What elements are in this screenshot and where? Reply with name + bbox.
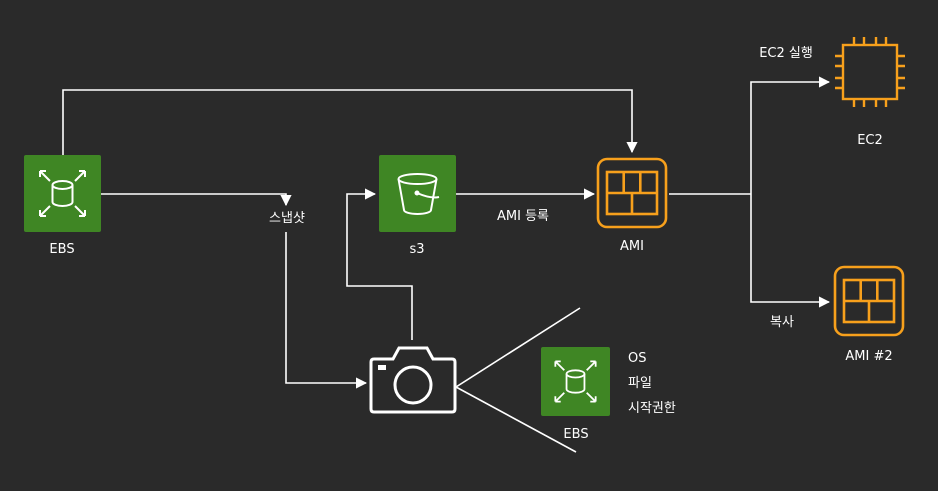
snapshot-content-item: OS (628, 351, 647, 366)
snapshot-content-item: 시작권한 (628, 401, 676, 416)
ami-label: AMI (620, 239, 644, 254)
ami-copy-label: AMI #2 (845, 349, 893, 364)
ec2-run-edge-label: EC2 실행 (759, 46, 813, 61)
ami-register-edge-label: AMI 등록 (497, 209, 549, 224)
ebs-source-label: EBS (49, 242, 75, 257)
edge-ami-to-ec2 (750, 76, 831, 194)
ami-node[interactable] (595, 156, 669, 230)
ebs-snapshot-node[interactable] (541, 347, 610, 416)
ebs-source-node[interactable] (24, 155, 101, 232)
ami-icon (833, 265, 905, 337)
ebs-snapshot-label: EBS (563, 427, 589, 442)
ami-copy-node[interactable] (832, 264, 906, 338)
copy-edge-label: 복사 (770, 315, 794, 330)
edge-ebs-to-snapshot (101, 193, 292, 207)
fan-line-top (455, 307, 581, 388)
s3-bucket-icon (397, 173, 440, 215)
s3-node[interactable] (379, 155, 456, 232)
ebs-volume-icon (554, 360, 597, 403)
edge-camera-to-s3 (346, 188, 413, 340)
edge-snapshot-to-camera (285, 232, 368, 389)
ami-icon (596, 157, 668, 229)
snapshot-edge-label: 스냅샷 (269, 211, 305, 226)
edge-ami-to-copy (750, 194, 831, 308)
snapshot-content-item: 파일 (628, 376, 652, 391)
edge-ebs-to-ami (62, 89, 638, 155)
ec2-instance-icon (835, 37, 905, 107)
camera-icon (369, 346, 457, 414)
ebs-volume-icon (39, 170, 86, 217)
ec2-label: EC2 (857, 133, 883, 148)
ec2-node[interactable] (830, 32, 910, 112)
fan-line-bottom (455, 386, 577, 453)
s3-label: s3 (409, 242, 425, 257)
snapshot-camera-node[interactable] (368, 343, 458, 415)
